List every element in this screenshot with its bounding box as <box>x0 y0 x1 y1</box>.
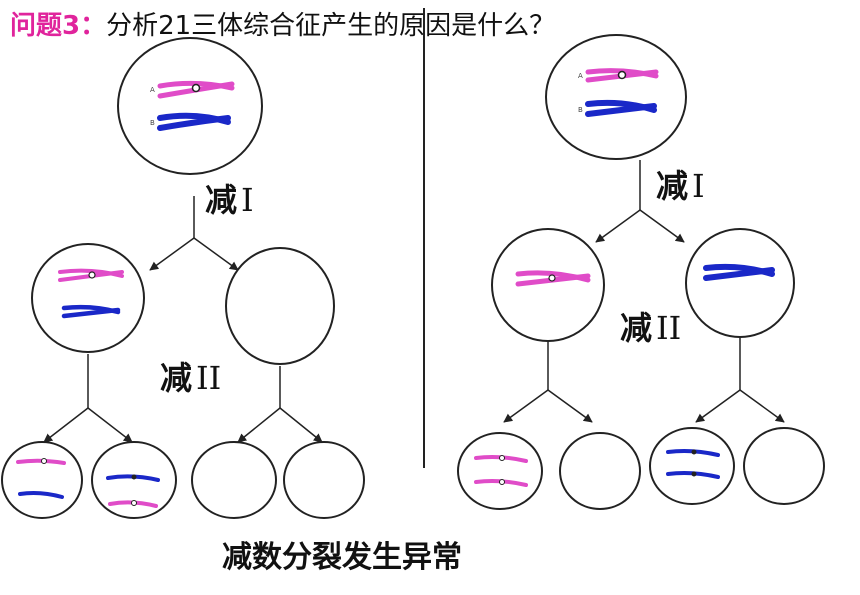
left-mi-arrow-left <box>149 237 195 271</box>
right-daughter1-chromosome-a <box>515 270 591 287</box>
right-gamete-1 <box>457 432 543 510</box>
left-mi-arrow-right <box>193 237 239 271</box>
left-daughter1-chromosome-a <box>58 268 124 282</box>
right-stage-meiosis-2-numeral: II <box>656 309 682 347</box>
left-mii-arrow-1a <box>43 407 89 443</box>
left-parent-label-b: B <box>150 119 155 127</box>
left-mii-arrow-2b <box>279 407 323 443</box>
left-parent-label-a: A <box>150 86 155 94</box>
right-scenario: A B <box>457 34 825 510</box>
right-stage-meiosis-2-prefix: 减 <box>620 309 653 347</box>
left-parent-cell <box>117 37 263 175</box>
right-mii-arrow-2b <box>739 389 785 423</box>
right-parent-label-a: A <box>578 72 583 80</box>
left-gamete-1 <box>1 441 83 519</box>
diagram-caption: 减数分裂发生异常 <box>222 540 462 575</box>
left-stage-meiosis-2-numeral: II <box>196 359 222 397</box>
left-daughter-cell-2 <box>225 247 335 365</box>
left-stage-meiosis-1-numeral: I <box>241 181 254 219</box>
right-mii-arrow-2a <box>695 389 741 423</box>
right-stage-meiosis-1-numeral: I <box>692 167 705 205</box>
right-gamete-3 <box>649 427 735 505</box>
left-gamete-4 <box>283 441 365 519</box>
right-parent-chromosome-b <box>585 99 657 117</box>
left-parent-chromosome-a <box>157 80 235 99</box>
left-scenario: A B <box>1 37 365 519</box>
left-stage-meiosis-2-prefix: 减 <box>160 359 193 397</box>
left-stage-meiosis-1-prefix: 减 <box>205 181 238 219</box>
right-daughter2-chromosome-b <box>703 263 775 281</box>
right-gamete-2 <box>559 432 641 510</box>
right-mii-arrow-1b <box>547 389 593 423</box>
left-parent-chromosome-b <box>157 112 231 131</box>
left-daughter-cell-1 <box>31 243 145 353</box>
question-text: 分析21三体综合征产生的原因是什么？ <box>106 10 556 41</box>
right-parent-cell <box>545 34 687 160</box>
right-daughter-cell-1 <box>491 228 605 342</box>
left-daughter1-chromosome-b <box>61 304 121 319</box>
question-number: 问题3： <box>10 10 107 41</box>
right-stage-meiosis-1-prefix: 减 <box>656 167 689 205</box>
right-parent-label-b: B <box>578 106 583 114</box>
left-gamete-3 <box>191 441 277 519</box>
right-mi-arrow-left <box>595 209 641 243</box>
right-mii-arrow-1a <box>503 389 549 423</box>
left-mii-arrow-2a <box>237 407 281 443</box>
left-mii-arrow-1b <box>87 407 133 443</box>
question-title: 问题3： 分析21三体综合征产生的原因是什么？ <box>10 6 556 41</box>
right-parent-chromosome-a <box>585 68 659 83</box>
left-gamete-2 <box>91 441 177 519</box>
right-mi-arrow-right <box>639 209 685 243</box>
right-daughter-cell-2 <box>685 228 795 338</box>
right-gamete-4 <box>743 427 825 505</box>
